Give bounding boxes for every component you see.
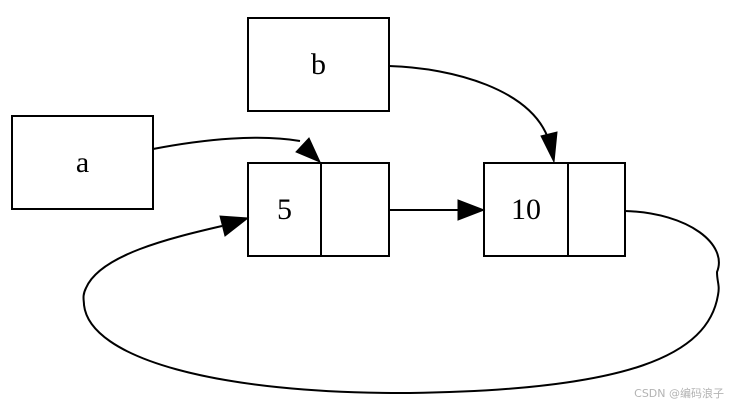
- edge-5-to-10-arrowhead: [457, 199, 486, 221]
- edge-a-to-5-line: [152, 136, 301, 150]
- list-node-5-value: 5: [277, 193, 292, 226]
- edge-b-to-10-line: [388, 65, 549, 139]
- edge-b-to-10-arrowhead: [540, 131, 558, 164]
- node-a: a: [11, 115, 154, 210]
- list-node-10-box: [483, 162, 626, 257]
- list-node-5-box: [247, 162, 390, 257]
- node-b-box: [247, 17, 390, 112]
- node-a-box: [11, 115, 154, 210]
- edge-10-to-5-arrowhead: [219, 215, 250, 237]
- edge-b-to-10: [388, 65, 558, 164]
- edge-5-to-10: [389, 199, 486, 221]
- list-node-10-value: 10: [511, 193, 541, 226]
- node-a-label: a: [76, 146, 89, 179]
- node-b: b: [247, 17, 390, 112]
- node-b-label: b: [311, 48, 326, 81]
- list-node-10: 10: [483, 162, 626, 257]
- edge-10-to-5: [82, 210, 720, 395]
- edge-10-to-5-line: [82, 210, 720, 395]
- edge-a-to-5: [152, 136, 321, 163]
- edge-a-to-5-arrowhead: [295, 137, 321, 163]
- csdn-watermark: CSDN @编码浪子: [634, 387, 724, 400]
- list-node-5: 5: [247, 162, 390, 257]
